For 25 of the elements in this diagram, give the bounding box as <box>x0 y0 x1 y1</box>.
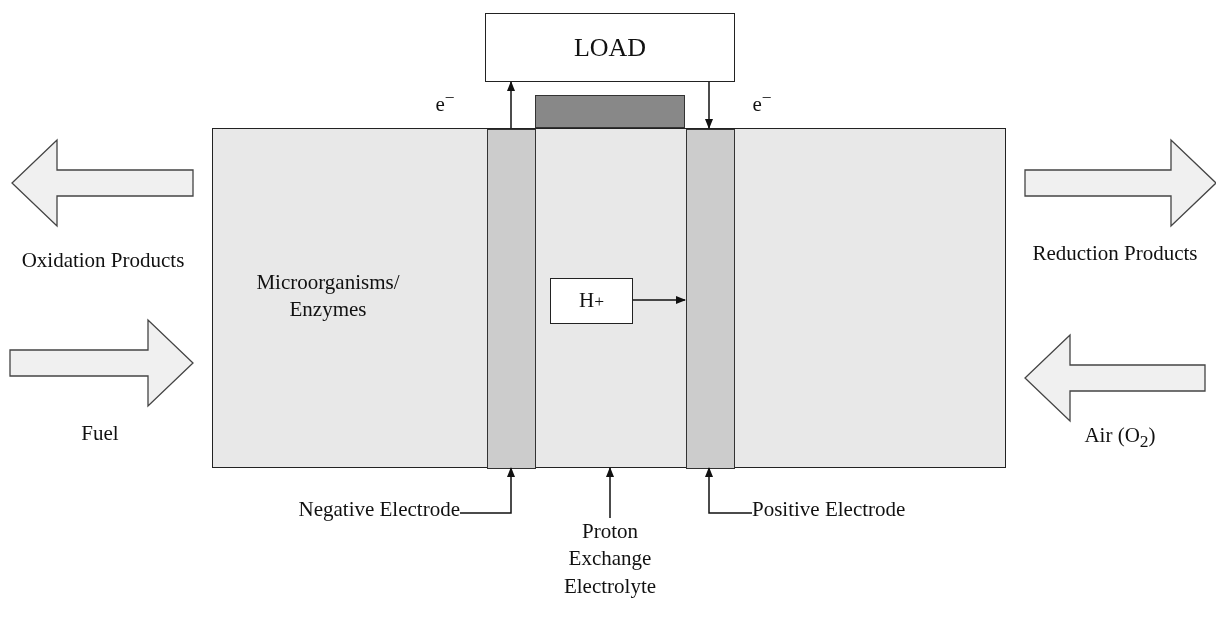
edge-label: Fuel <box>80 420 120 447</box>
load-box: LOAD <box>485 13 735 82</box>
electrode-bar <box>686 129 735 469</box>
edge-label: Oxidation Products <box>20 247 186 274</box>
arrow <box>631 296 686 304</box>
arrow <box>507 81 515 129</box>
edge-label: Reduction Products <box>1031 240 1199 267</box>
block-arrow <box>9 318 194 408</box>
electrode-bar <box>487 129 536 469</box>
callout-text: Proton Exchange Electrolyte <box>545 518 675 618</box>
block-arrow <box>1024 333 1206 423</box>
leader-line <box>705 467 753 514</box>
chamber-label: Microorganisms/ Enzymes <box>255 269 401 324</box>
leader-line <box>459 467 515 514</box>
edge-label: e$^{−}$ <box>751 86 773 118</box>
fuel-cell-chamber <box>212 128 1006 468</box>
callout-text: Negative Electrode <box>220 496 460 530</box>
membrane-cap <box>535 95 685 128</box>
arrow <box>705 81 713 129</box>
block-arrow <box>11 138 194 228</box>
callout-text: Positive Electrode <box>752 496 984 530</box>
edge-label: e$^{−}$ <box>434 86 456 118</box>
edge-label: Air (O$_{2}$) <box>1083 422 1157 453</box>
leader-line <box>606 467 614 519</box>
block-arrow <box>1024 138 1216 228</box>
